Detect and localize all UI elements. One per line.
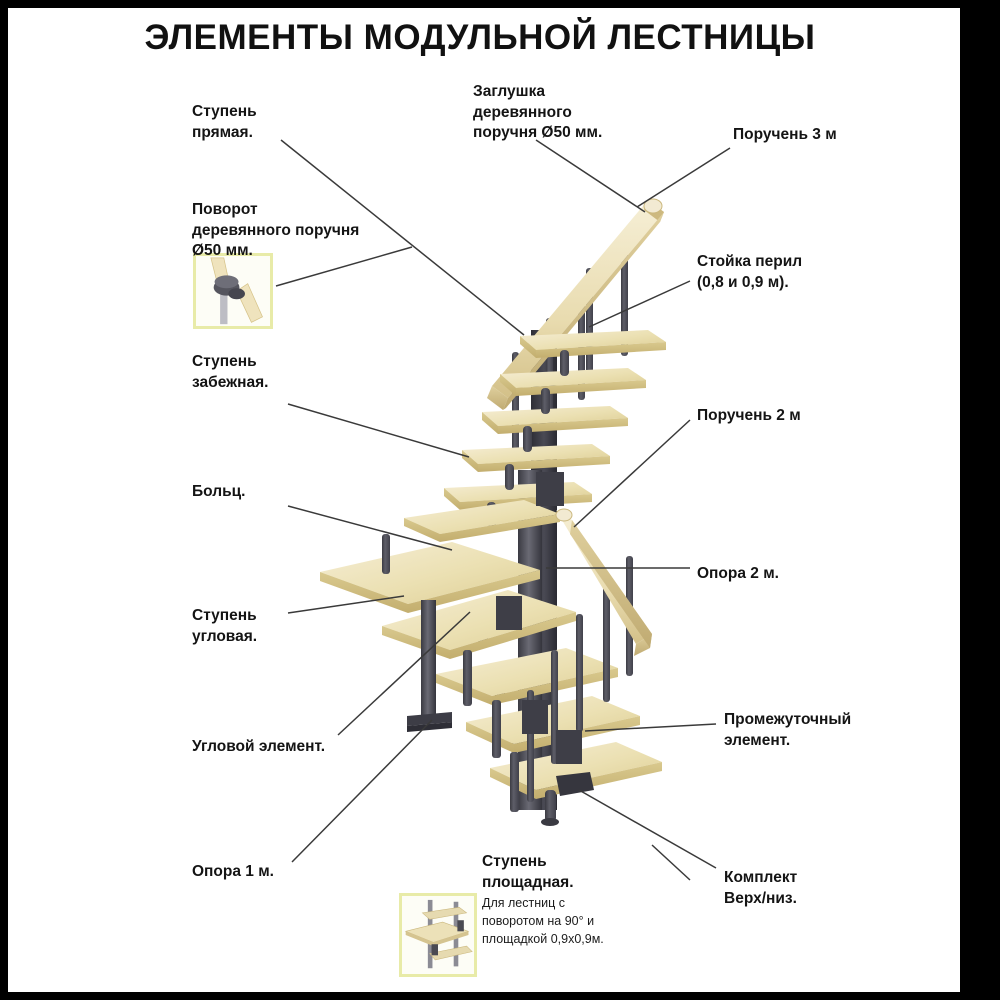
label-stoyka-peril: Стойка перил (0,8 и 0,9 м). <box>697 253 803 291</box>
wooden-handrail-3m <box>487 198 664 410</box>
label-stupen-ploshchadnaya: Ступень площадная. <box>482 853 574 891</box>
label-stupen-uglovaya: Ступень угловая. <box>192 607 258 645</box>
label-bolts: Больц. <box>192 483 246 500</box>
leader-zaglushka <box>535 139 646 213</box>
treads-winder-corner <box>320 500 576 659</box>
support-posts <box>382 534 594 826</box>
bolz-connectors <box>469 350 569 752</box>
leader-stoyka-peril <box>588 280 691 328</box>
leader-stupen-zabezhnaya <box>287 403 470 458</box>
leader-promezhutochnyy <box>584 723 717 732</box>
label-povorot-poruchnya: Поворот деревянного поручня Ø50 мм. <box>192 201 360 260</box>
label-promezhutochnyy: Промежуточный элемент. <box>724 711 852 749</box>
label-opora-2m: Опора 2 м. <box>697 565 779 582</box>
landing-step-icon <box>404 899 473 969</box>
handrail-turn-icon <box>210 257 263 325</box>
label-stupen-zabezhnaya: Ступень забежная. <box>192 353 269 391</box>
top-bottom-kit <box>556 772 594 796</box>
frame-band-top <box>0 0 1000 8</box>
treads-upper-flight <box>444 330 666 510</box>
railing-posts-lower <box>527 556 633 802</box>
label-poruchen-3m: Поручень 3 м <box>733 126 837 143</box>
intermediate-elements <box>496 472 582 764</box>
leader-bolts <box>287 505 453 551</box>
frame-band-right <box>960 0 1000 1000</box>
treads-lower-flight <box>436 648 662 799</box>
label-komplekt-verh-niz: Комплект Верх/низ. <box>724 869 798 907</box>
leader-ploshchadnaya <box>651 844 691 881</box>
label-poruchen-2m: Поручень 2 м <box>697 407 801 424</box>
label-stupen-pryamaya: Ступень прямая. <box>192 103 257 141</box>
leader-komplekt <box>578 789 717 869</box>
handrail-end-cap-50mm <box>643 198 663 214</box>
label-zaglushka-poruchnya: Заглушка деревянного поручня Ø50 мм. <box>473 83 603 142</box>
frame-band-left <box>0 0 8 1000</box>
page-title: ЭЛЕМЕНТЫ МОДУЛЬНОЙ ЛЕСТНИЦЫ <box>144 18 816 57</box>
leader-poruchen-3m <box>636 147 731 208</box>
frame-band-bottom <box>0 992 1000 1000</box>
railing-posts-upper <box>512 246 628 457</box>
handrail-turn-inset <box>193 253 273 329</box>
label-uglovoy-element: Угловой элемент. <box>192 738 326 755</box>
label-opora-1m: Опора 1 м. <box>192 863 274 880</box>
support-1m <box>421 600 436 716</box>
sublabel-ploshchadnaya-note: Для лестниц с поворотом на 90° и площадк… <box>482 896 604 946</box>
central-module-column <box>518 330 557 810</box>
leader-stupen-uglovaya <box>287 595 405 614</box>
wooden-handrail-2m <box>555 508 652 656</box>
leader-poruchen-2m <box>573 419 691 528</box>
leader-uglovoy-element <box>337 611 471 736</box>
landing-step-inset <box>399 893 477 977</box>
